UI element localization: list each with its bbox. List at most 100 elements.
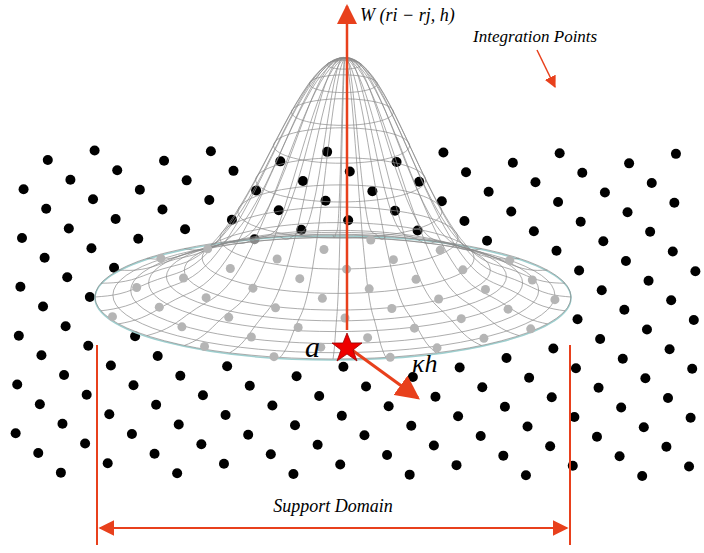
radius-arrow [352, 350, 418, 398]
integration-point [41, 204, 51, 214]
integration-point [689, 315, 699, 325]
mesh-radial [280, 57, 345, 239]
integration-point [203, 244, 212, 253]
integration-point [82, 390, 92, 400]
integration-point [33, 448, 43, 458]
integration-point [365, 284, 374, 293]
integration-point [476, 431, 486, 441]
mesh-radial [185, 58, 345, 251]
integration-point [616, 402, 626, 412]
mesh-radial [345, 58, 565, 283]
leader-arrow [537, 50, 555, 87]
integration-point [624, 158, 634, 168]
integration-point [83, 341, 93, 351]
mesh-radial [230, 57, 345, 243]
integration-point [453, 411, 463, 421]
integration-point [290, 420, 300, 430]
integration-point [387, 304, 396, 313]
integration-point [506, 207, 516, 217]
integration-point [228, 166, 238, 176]
mesh-radial [280, 58, 345, 357]
kernel-surface [95, 57, 571, 359]
integration-point [434, 295, 443, 304]
integration-point [668, 247, 678, 257]
integration-point [640, 373, 650, 383]
integration-point [504, 305, 513, 314]
integration-point [157, 205, 167, 215]
integration-point [103, 458, 113, 468]
integration-point [484, 187, 494, 197]
integration-point [479, 334, 488, 343]
integration-point [481, 285, 490, 294]
integration-point [129, 380, 139, 390]
integration-point [248, 284, 257, 293]
integration-point [88, 194, 98, 204]
integration-point [267, 400, 277, 410]
integration-point [243, 430, 253, 440]
dimension-line [569, 345, 571, 545]
integration-point [294, 323, 303, 332]
integration-point [247, 332, 256, 341]
integration-point [65, 175, 75, 185]
integration-point [179, 274, 188, 283]
integration-point [175, 371, 185, 381]
integration-point [359, 430, 369, 440]
integration-point [177, 322, 186, 331]
integration-point [61, 321, 71, 331]
integration-point [337, 411, 347, 421]
mesh-radial [147, 58, 345, 259]
integration-point [600, 188, 610, 198]
mesh-radial [95, 58, 345, 297]
integration-point [647, 178, 657, 188]
integration-point [313, 440, 323, 450]
dimension-arrow [100, 527, 567, 529]
integration-point [687, 364, 697, 374]
integration-point [530, 177, 540, 187]
integration-point [266, 449, 276, 459]
integration-point [112, 165, 122, 175]
integration-point [85, 292, 95, 302]
particle-label: a [305, 330, 320, 363]
integration-point [526, 324, 535, 333]
integration-point [219, 459, 229, 469]
integration-point [153, 351, 163, 361]
integration-point [361, 381, 371, 391]
integration-point [545, 441, 555, 451]
integration-point [174, 419, 184, 429]
integration-point [577, 168, 587, 178]
mesh-ring [95, 235, 571, 359]
integration-point [180, 224, 190, 234]
integration-point [135, 185, 145, 195]
integration-point [150, 449, 160, 459]
integration-point [36, 350, 46, 360]
integration-point [314, 391, 324, 401]
integration-point [413, 226, 423, 236]
integration-point [273, 255, 282, 264]
integration-point [204, 195, 214, 205]
integration-point [429, 440, 439, 450]
integration-point [684, 461, 694, 471]
integration-point [108, 312, 117, 321]
callout-label: Integration Points [470, 28, 600, 47]
integration-point [64, 224, 74, 234]
integration-point [19, 184, 29, 194]
integration-point [571, 363, 581, 373]
integration-point [550, 295, 559, 304]
integration-point [529, 226, 539, 236]
integration-point [438, 148, 448, 158]
mesh-radial [185, 58, 345, 345]
integration-point [508, 158, 518, 168]
integration-point [224, 313, 233, 322]
integration-point [502, 353, 512, 363]
mesh-radial [119, 58, 345, 270]
mesh-radial [345, 57, 436, 243]
integration-point [288, 469, 298, 479]
integration-point [671, 149, 681, 159]
integration-point [457, 314, 466, 323]
integration-point [196, 439, 206, 449]
integration-point [206, 146, 216, 156]
integration-point [405, 470, 415, 480]
integration-point [621, 256, 631, 266]
integration-point [43, 155, 53, 165]
integration-point [80, 438, 90, 448]
